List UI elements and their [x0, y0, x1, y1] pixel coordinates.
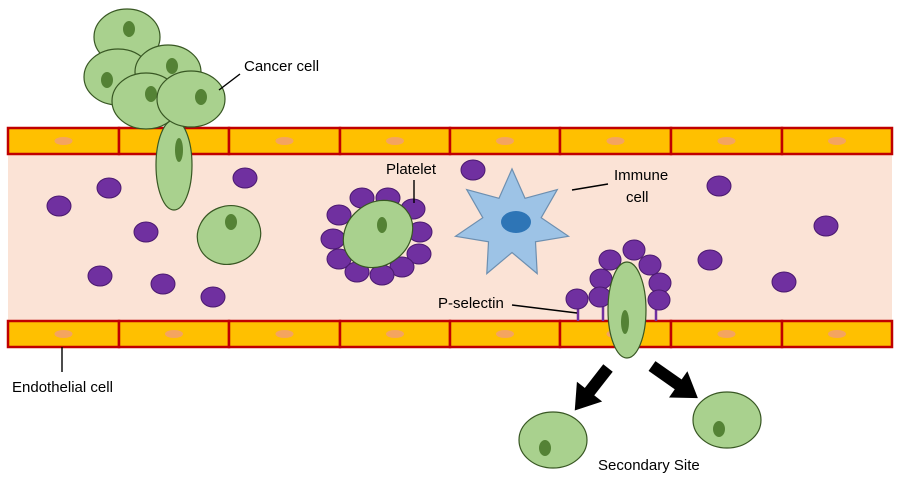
endothelium-bottom	[6, 319, 894, 349]
endothelial-cell	[558, 126, 673, 156]
platelet	[638, 254, 662, 276]
platelet	[647, 289, 671, 311]
cancer-cell-label: Cancer cell	[244, 58, 319, 75]
endothelial-nucleus	[386, 137, 404, 145]
free-platelets	[46, 159, 839, 308]
cancer-cell-cluster	[83, 8, 226, 211]
endothelial-nucleus	[828, 137, 846, 145]
invading-cancer-cell	[155, 119, 193, 211]
cancer-cell	[156, 70, 226, 128]
endothelial-cell	[6, 319, 121, 349]
endothelial-cell	[338, 126, 452, 156]
platelet	[326, 204, 352, 226]
platelet-label: Platelet	[386, 161, 437, 178]
arrow-left	[574, 364, 613, 411]
endothelial-cell	[227, 126, 342, 156]
immune-cell	[453, 167, 571, 275]
p-selectin-label: P-selectin	[438, 295, 504, 312]
secondary-site-cell	[692, 391, 762, 449]
platelet	[706, 175, 732, 197]
endothelial-cell-label: Endothelial cell	[12, 379, 113, 396]
endothelial-nucleus	[496, 137, 514, 145]
platelet	[771, 271, 797, 293]
immune-cell-label-line1: Immune	[614, 167, 668, 184]
cancer-cell	[342, 199, 414, 269]
endothelial-cell	[669, 319, 784, 349]
adhesion-platelets	[565, 239, 672, 311]
platelet	[622, 239, 646, 261]
extravasating-cancer-cell	[607, 261, 647, 359]
endothelial-cell	[338, 319, 452, 349]
platelet-coated-cancer-cell	[320, 187, 433, 286]
platelet	[598, 249, 622, 271]
endothelial-nucleus	[275, 330, 294, 338]
endothelial-cell	[227, 319, 342, 349]
endothelial-nucleus	[717, 137, 736, 145]
circulating-cancer-cell	[196, 205, 262, 265]
platelet	[697, 249, 723, 271]
endothelial-cell	[448, 319, 562, 349]
adhering-cancer-cell-group	[565, 239, 672, 359]
endothelial-nucleus	[386, 330, 404, 338]
endothelial-cell	[780, 126, 894, 156]
metastasis-arrows	[574, 361, 698, 411]
endothelial-cell	[6, 126, 121, 156]
platelet	[150, 273, 176, 295]
platelet	[320, 228, 346, 250]
endothelial-nucleus	[165, 330, 183, 338]
endothelial-nucleus	[496, 330, 514, 338]
immune-cell-nucleus	[501, 211, 531, 233]
endothelial-nucleus	[54, 330, 73, 338]
platelet	[87, 265, 113, 287]
endothelial-nucleus	[275, 137, 294, 145]
endothelial-nucleus	[54, 137, 73, 145]
platelet	[460, 159, 486, 181]
platelet	[565, 288, 589, 310]
endothelial-cell	[448, 126, 562, 156]
secondary-site-label: Secondary Site	[598, 457, 700, 474]
immune-cell-leader	[571, 183, 609, 191]
platelet	[200, 286, 226, 308]
platelet	[813, 215, 839, 237]
platelet	[589, 268, 613, 290]
platelet	[46, 195, 72, 217]
cancer-cell-leader	[218, 73, 241, 91]
platelet	[96, 177, 122, 199]
endothelium-top	[6, 126, 894, 156]
platelet	[133, 221, 159, 243]
p-selectin-leader	[511, 304, 578, 314]
immune-cell-label-line2: cell	[626, 189, 649, 206]
arrow-right	[648, 361, 698, 399]
secondary-site-cell	[518, 411, 588, 469]
platelet	[406, 243, 432, 265]
endothelial-cell	[669, 126, 784, 156]
endothelial-cell	[780, 319, 894, 349]
platelet	[232, 167, 258, 189]
endothelial-cell	[117, 319, 231, 349]
endothelial-nucleus	[606, 137, 625, 145]
endothelial-nucleus	[717, 330, 736, 338]
endothelial-nucleus	[828, 330, 846, 338]
